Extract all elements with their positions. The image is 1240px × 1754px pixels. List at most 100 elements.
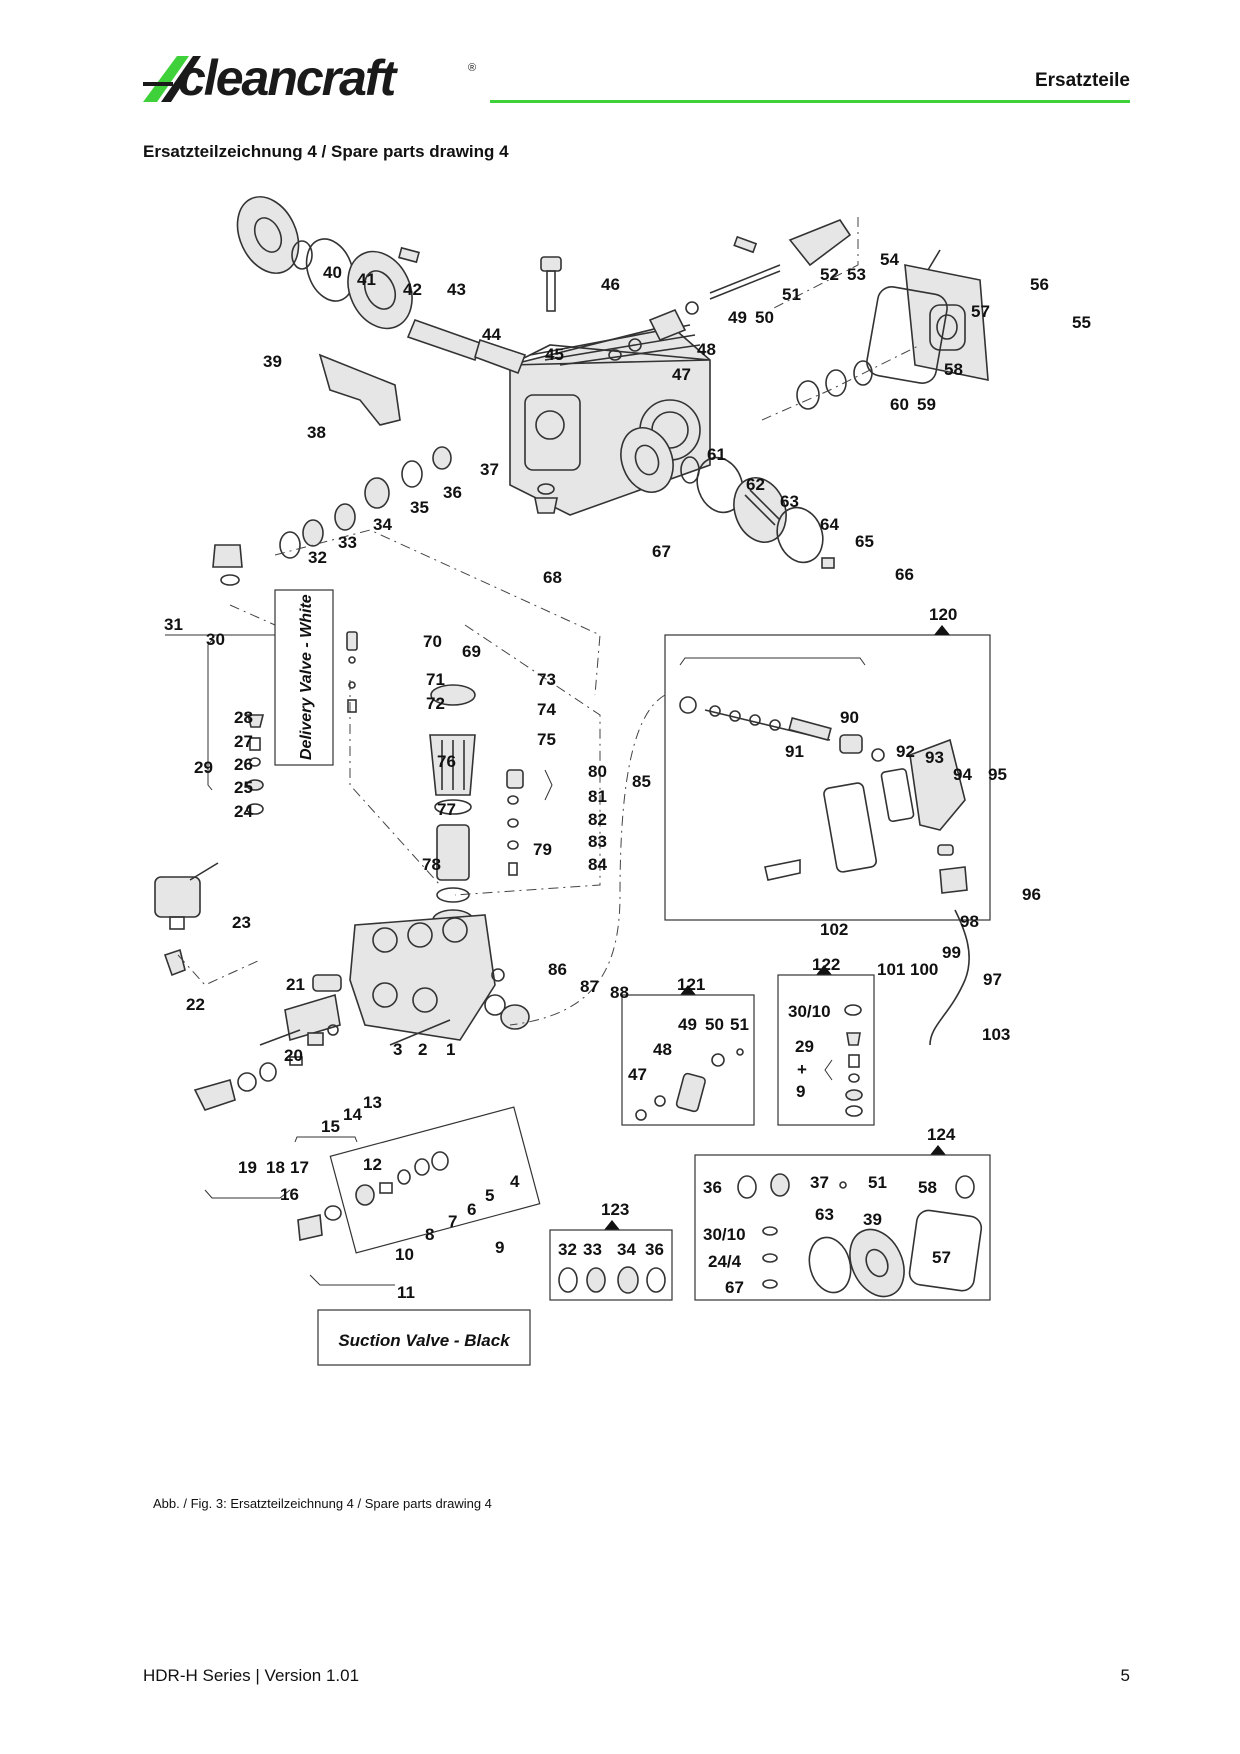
seal-59 bbox=[825, 369, 847, 397]
part-number-81: 81 bbox=[588, 787, 607, 806]
part-number-15: 15 bbox=[321, 1117, 340, 1136]
kit-121-parts bbox=[635, 1048, 744, 1121]
part-number-37: 37 bbox=[480, 460, 499, 479]
suction-valve-box bbox=[317, 1309, 531, 1366]
bearing-42 bbox=[347, 250, 413, 330]
kit-122-item: 9 bbox=[796, 1082, 805, 1101]
part-number-7: 7 bbox=[448, 1212, 457, 1231]
kit-123-item: 32 bbox=[558, 1240, 577, 1259]
cover-64 bbox=[733, 477, 787, 543]
part-number-98: 98 bbox=[960, 912, 979, 931]
part-number-10: 10 bbox=[395, 1245, 414, 1264]
part-number-30: 30 bbox=[206, 630, 225, 649]
part-number-76: 76 bbox=[437, 752, 456, 771]
part-number-14: 14 bbox=[343, 1105, 362, 1124]
part-number-103: 103 bbox=[982, 1025, 1010, 1044]
part-number-24: 24 bbox=[234, 802, 253, 821]
part-number-95: 95 bbox=[988, 765, 1007, 784]
part-number-61: 61 bbox=[707, 445, 726, 464]
kit-124-item: 30/10 bbox=[703, 1225, 746, 1244]
kit-120-label: 120 bbox=[929, 605, 957, 624]
part-number-102: 102 bbox=[820, 920, 848, 939]
kit-124-item: 67 bbox=[725, 1278, 744, 1297]
kit-122-parts bbox=[824, 1004, 863, 1117]
unloader-kit-120-box bbox=[664, 634, 991, 921]
part-number-63: 63 bbox=[780, 492, 799, 511]
part-number-46: 46 bbox=[601, 275, 620, 294]
part-number-70: 70 bbox=[423, 632, 442, 651]
ring-87 bbox=[484, 994, 506, 1016]
handle-38 bbox=[318, 353, 401, 426]
gasket-57 bbox=[866, 286, 948, 384]
plug-66 bbox=[821, 557, 835, 569]
part-number-42: 42 bbox=[403, 280, 422, 299]
part-number-59: 59 bbox=[917, 395, 936, 414]
page-number: 5 bbox=[1120, 1666, 1130, 1685]
part-number-73: 73 bbox=[537, 670, 556, 689]
figure-caption: Abb. / Fig. 3: Ersatzteilzeichnung 4 / S… bbox=[153, 1496, 492, 1511]
part-number-31: 31 bbox=[164, 615, 183, 634]
kit-122-label: 122 bbox=[812, 955, 840, 974]
kit-122-item: 29 bbox=[795, 1037, 814, 1056]
part-number-82: 82 bbox=[588, 810, 607, 829]
suction-valve-label: Suction Valve - Black bbox=[338, 1331, 511, 1350]
part-number-2: 2 bbox=[418, 1040, 427, 1059]
part-number-55: 55 bbox=[1072, 313, 1091, 332]
part-number-25: 25 bbox=[234, 778, 253, 797]
kit-121-item: 48 bbox=[653, 1040, 672, 1059]
oil-seal-39 bbox=[236, 196, 300, 274]
part-number-78: 78 bbox=[422, 855, 441, 874]
part-number-97: 97 bbox=[983, 970, 1002, 989]
part-number-86: 86 bbox=[548, 960, 567, 979]
dipstick-46 bbox=[540, 256, 562, 312]
part-number-23: 23 bbox=[232, 913, 251, 932]
section-label: Ersatzteile bbox=[1034, 70, 1130, 91]
delivery-valve-label: Delivery Valve - White bbox=[298, 594, 315, 760]
fitting-21 bbox=[312, 974, 342, 992]
part-number-29: 29 bbox=[194, 758, 213, 777]
kit-121-item: 47 bbox=[628, 1065, 647, 1084]
plug-88 bbox=[500, 1004, 530, 1030]
part-number-50: 50 bbox=[755, 308, 774, 327]
pump-head-manifold bbox=[349, 914, 496, 1046]
part-number-16: 16 bbox=[280, 1185, 299, 1204]
elbow-22 bbox=[163, 948, 186, 977]
part-number-17: 17 bbox=[290, 1158, 309, 1177]
kit-124-item: 24/4 bbox=[708, 1252, 742, 1271]
part-number-51: 51 bbox=[782, 285, 801, 304]
part-number-52: 52 bbox=[820, 265, 839, 284]
exploded-parts-drawing: Delivery Valve - White bbox=[154, 196, 1091, 1366]
part-number-56: 56 bbox=[1030, 275, 1049, 294]
header-rule bbox=[490, 100, 1130, 103]
part-number-74: 74 bbox=[537, 700, 556, 719]
delivery-valve-box bbox=[274, 589, 334, 766]
part-number-77: 77 bbox=[437, 800, 456, 819]
part-number-38: 38 bbox=[307, 423, 326, 442]
page-title: Ersatzteilzeichnung 4 / Spare parts draw… bbox=[143, 142, 509, 161]
part-number-18: 18 bbox=[266, 1158, 285, 1177]
kit-122-marker bbox=[816, 965, 832, 975]
part-number-47: 47 bbox=[672, 365, 691, 384]
part-number-83: 83 bbox=[588, 832, 607, 851]
part-number-13: 13 bbox=[363, 1093, 382, 1112]
kit-124-item: 39 bbox=[863, 1210, 882, 1229]
kit-123-item: 33 bbox=[583, 1240, 602, 1259]
part-number-96: 96 bbox=[1022, 885, 1041, 904]
bearing-61 bbox=[620, 427, 674, 493]
ring-58 bbox=[853, 360, 873, 386]
part-number-69: 69 bbox=[462, 642, 481, 661]
part-number-85: 85 bbox=[632, 772, 651, 791]
part-number-22: 22 bbox=[186, 995, 205, 1014]
connector-20 bbox=[284, 993, 341, 1042]
kit-124-item: 51 bbox=[868, 1173, 887, 1192]
drain-plug-68 bbox=[534, 497, 558, 514]
part-number-12: 12 bbox=[363, 1155, 382, 1174]
kit-120-marker bbox=[934, 625, 950, 635]
part-number-79: 79 bbox=[533, 840, 552, 859]
unloader-parts bbox=[679, 696, 968, 894]
part-number-80: 80 bbox=[588, 762, 607, 781]
part-number-88: 88 bbox=[610, 983, 629, 1002]
part-number-75: 75 bbox=[537, 730, 556, 749]
kit-123-parts bbox=[558, 1266, 666, 1294]
kit-121-box bbox=[621, 994, 755, 1126]
